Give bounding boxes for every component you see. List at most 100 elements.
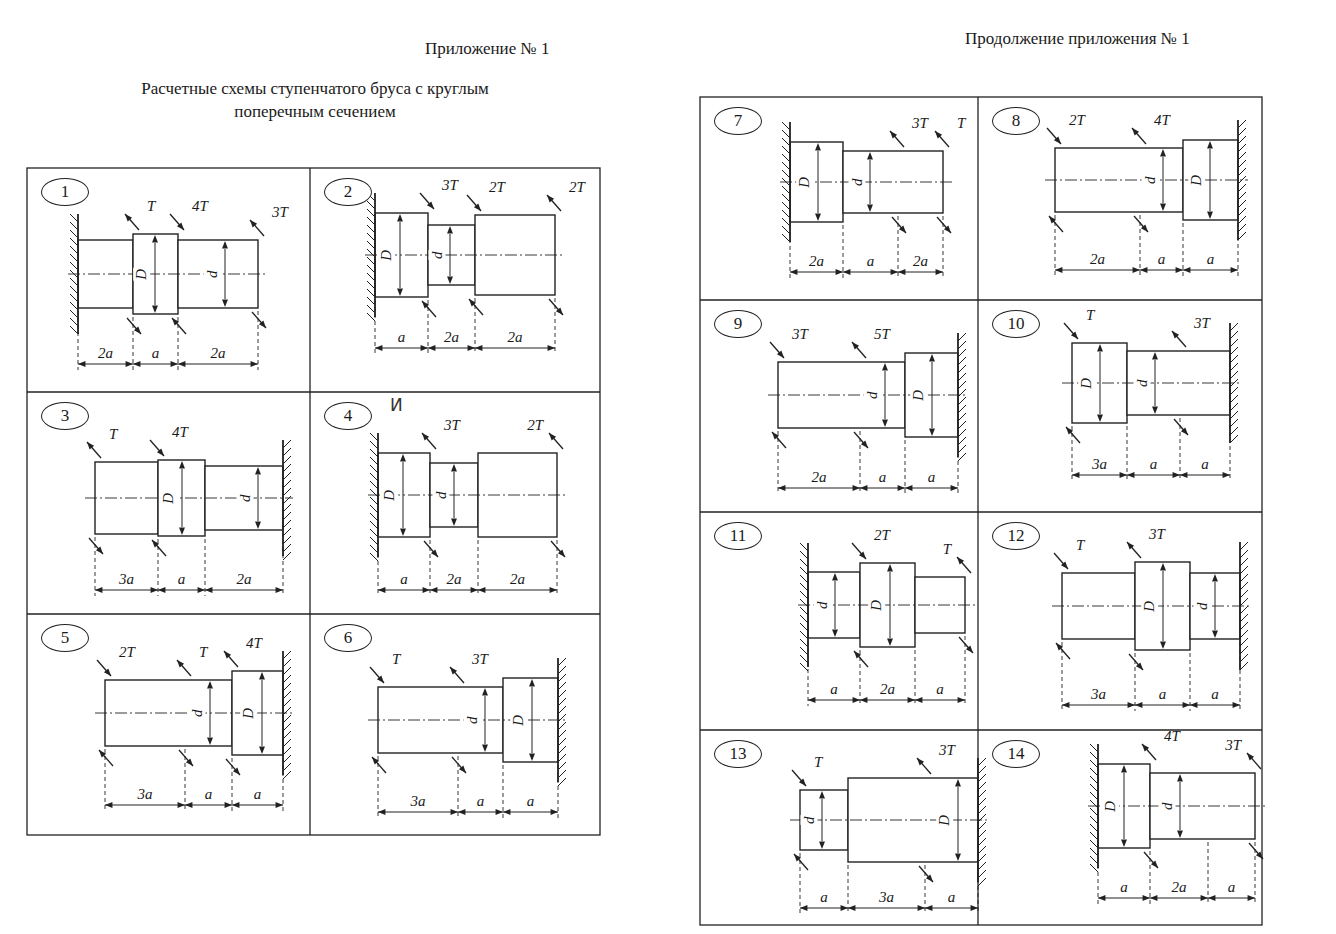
- scheme-number: 14: [992, 740, 1040, 768]
- dimension-label: 2a: [509, 571, 526, 588]
- diameter-label: D: [134, 268, 151, 281]
- fixed-wall: [1097, 744, 1099, 868]
- wall-hatch: [283, 552, 291, 560]
- wall-hatch: [283, 763, 291, 771]
- dimension-line: [808, 700, 965, 701]
- extension-line: [158, 539, 159, 596]
- torque-arrow: [957, 557, 971, 573]
- scheme-number: 2: [324, 178, 372, 206]
- wall-hatch: [558, 746, 566, 754]
- diameter-arrowhead: [815, 214, 821, 221]
- scheme-number: 12: [992, 522, 1040, 550]
- torque-label: 3T: [1149, 526, 1165, 543]
- torque-arrow: [935, 131, 949, 147]
- diameter-arrowhead: [887, 564, 893, 571]
- torque-arrow: [372, 757, 386, 773]
- extension-line: [1098, 851, 1099, 904]
- wall-hatch: [1240, 630, 1248, 638]
- wall-hatch: [283, 456, 291, 464]
- fixed-wall: [789, 122, 791, 242]
- wall-hatch: [958, 413, 966, 421]
- torque-arrow: [1129, 654, 1143, 670]
- wall-hatch: [1090, 824, 1098, 832]
- wall-hatch: [958, 357, 966, 365]
- wall-hatch: [782, 130, 790, 138]
- wall-hatch: [367, 273, 375, 281]
- torque-arrow: [1172, 331, 1186, 347]
- diameter-label: D: [379, 249, 396, 262]
- wall-hatch: [558, 778, 566, 786]
- axis-line: [365, 255, 565, 256]
- dimension-arrowhead: [1248, 895, 1255, 901]
- appendix-heading: Приложение № 1: [425, 40, 549, 59]
- torque-label: 3T: [444, 417, 460, 434]
- wall-hatch: [782, 202, 790, 210]
- diameter-label: d: [189, 708, 206, 718]
- dimension-arrowhead: [1127, 472, 1134, 478]
- wall-hatch: [978, 814, 986, 822]
- dimension-arrowhead: [276, 802, 283, 808]
- torque-label: T: [1086, 307, 1094, 324]
- diameter-arrowhead: [397, 214, 403, 221]
- wall-hatch: [283, 536, 291, 544]
- diameter-line: [225, 249, 226, 299]
- torque-arrow-head: [556, 307, 563, 315]
- torque-arrow: [424, 541, 438, 557]
- panel-divider: [27, 613, 600, 614]
- scheme-number: 3: [41, 402, 89, 430]
- wall-hatch: [1238, 136, 1246, 144]
- scheme-number: 8: [992, 107, 1040, 135]
- diameter-line: [835, 581, 836, 629]
- dimension-arrowhead: [1128, 702, 1135, 708]
- torque-arrow: [551, 541, 565, 557]
- wall-hatch: [1090, 784, 1098, 792]
- dimension-arrowhead: [1201, 895, 1208, 901]
- torque-arrow: [1049, 216, 1063, 232]
- diameter-arrowhead: [1121, 840, 1127, 847]
- extension-line: [232, 758, 233, 811]
- wall-hatch: [800, 543, 808, 551]
- torque-arrow: [125, 214, 139, 230]
- wall-hatch: [978, 758, 986, 766]
- wall-hatch: [1230, 387, 1238, 395]
- wall-hatch: [958, 389, 966, 397]
- torque-arrow: [226, 759, 240, 775]
- wall-hatch: [1240, 542, 1248, 550]
- dimension-arrowhead: [800, 905, 807, 911]
- diameter-line: [958, 787, 959, 853]
- diameter-arrowhead: [179, 461, 185, 468]
- diameter-arrowhead: [1160, 642, 1166, 649]
- torque-arrow-head: [87, 442, 94, 450]
- wall-hatch: [958, 429, 966, 437]
- shaft-step: [158, 460, 205, 536]
- dimension-label: a: [151, 345, 161, 362]
- wall-hatch: [1240, 662, 1248, 670]
- wall-hatch: [1240, 574, 1248, 582]
- wall-hatch: [370, 521, 378, 529]
- wall-hatch: [1090, 752, 1098, 760]
- wall-hatch: [978, 862, 986, 870]
- extension-line: [78, 311, 79, 370]
- wall-hatch: [367, 225, 375, 233]
- torque-arrow: [1144, 852, 1158, 868]
- dimension-arrowhead: [251, 361, 258, 367]
- diameter-arrowhead: [955, 854, 961, 861]
- wall-hatch: [283, 496, 291, 504]
- dimension-line: [800, 908, 978, 909]
- torque-arrow-head: [1247, 753, 1254, 761]
- diameter-label: d: [1142, 175, 1159, 185]
- torque-label: T: [814, 754, 822, 771]
- wall-hatch: [800, 599, 808, 607]
- diameter-line: [454, 472, 455, 518]
- wall-hatch: [978, 878, 986, 886]
- wall-hatch: [370, 481, 378, 489]
- wall-hatch: [800, 575, 808, 583]
- dimension-arrowhead: [95, 587, 102, 593]
- dimension-label: a: [399, 571, 409, 588]
- diameter-arrowhead: [482, 745, 488, 752]
- torque-arrow: [127, 318, 141, 334]
- wall-hatch: [558, 666, 566, 674]
- dimension-arrowhead: [458, 809, 465, 815]
- dimension-label: a: [204, 786, 214, 803]
- extension-line: [428, 300, 429, 354]
